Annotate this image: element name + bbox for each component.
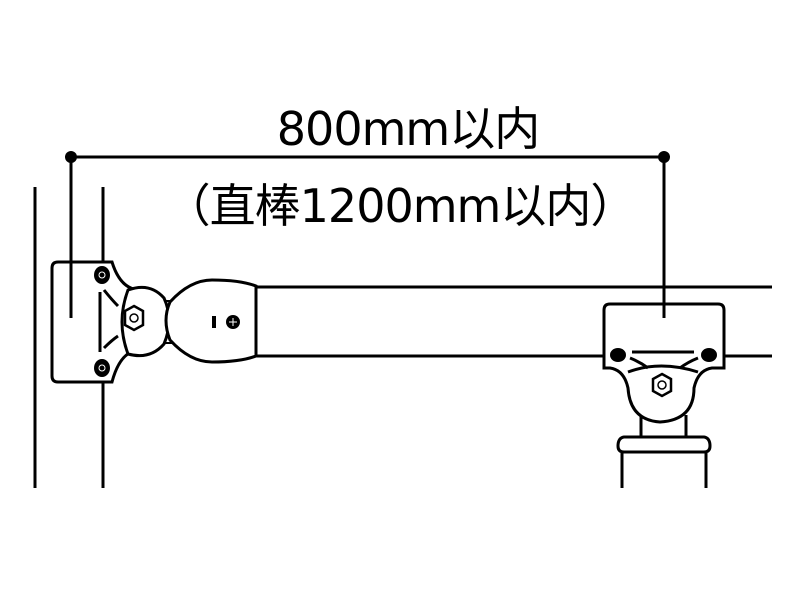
dimension-note: （直棒1200mm以内） [164,179,637,233]
horizontal-pipe [256,285,772,358]
right-clamp-fitting [602,302,726,424]
left-clamp-fitting [50,260,140,384]
right-vertical-post [616,415,712,488]
swivel-joint [120,278,258,364]
dimension-label: 800mm以内 [276,102,540,156]
left-vertical-pipe [33,187,105,488]
